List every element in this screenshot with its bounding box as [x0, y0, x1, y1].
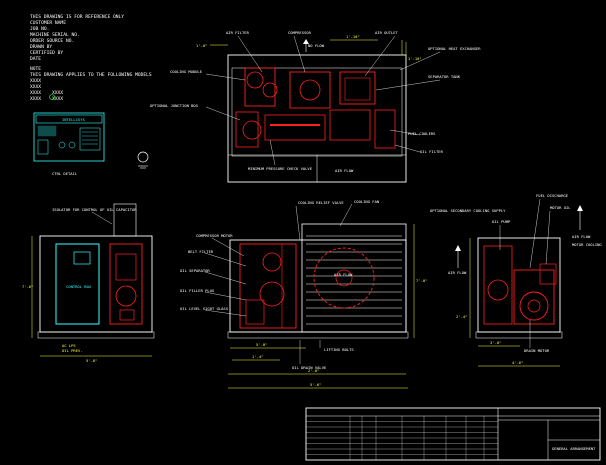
right-callout-drain-motor: DRAIN MOTOR — [524, 348, 550, 353]
cooler-grille — [306, 235, 402, 325]
note-line-4: MACHINE SERIAL NO. — [30, 32, 80, 38]
right-air-flow-right: AIR FLOW — [572, 234, 591, 239]
side-callout-cooling-fan: COOLING FAN — [354, 199, 380, 204]
label-air-outlet: AIR OUTLET — [375, 30, 399, 35]
side-callout-lifting-bolts: LIFTING BOLTS — [324, 347, 354, 352]
control-panel-title: INTELLISYS — [62, 117, 86, 122]
right-callout-motor-oil: MOTOR OIL — [550, 205, 571, 210]
front-panel-label: CONTROL BOX — [66, 284, 92, 289]
control-panel-detail: INTELLISYS CTRL DETAIL — [33, 112, 149, 176]
note-line-8: DATE — [30, 56, 41, 62]
right-callout-secondary-cooling: OPTIONAL SECONDARY COOLING SUPPLY — [430, 208, 506, 213]
label-optional-heat-exchanger: OPTIONAL HEAT EXCHANGER — [428, 46, 481, 51]
notes-title: NOTE — [30, 66, 41, 72]
top-view: AIR FILTER COMPRESSOR AIR OUTLET OPTIONA… — [150, 30, 481, 183]
ground-symbol-icon — [137, 151, 149, 163]
model-3: XXXX — [30, 90, 41, 96]
label-cooling-module: COOLING MODULE — [170, 69, 203, 74]
side-callout-sight-glass: OIL LEVEL SIGHT GLASS — [180, 306, 229, 311]
title-block-heading: GENERAL ARRANGEMENT — [552, 446, 596, 451]
label-air-filter: AIR FILTER — [226, 30, 250, 35]
front-view: CONTROL BOX ISOLATOR FOR CONTROL OF OIL … — [22, 203, 155, 363]
header-notes: THIS DRAWING IS FOR REFERENCE ONLY CUSTO… — [30, 14, 152, 102]
note-line-3: JOB NO. — [30, 26, 49, 32]
front-dim-height: 7'-6" — [22, 284, 33, 289]
right-dim-2: 2'-4" — [456, 314, 467, 319]
side-callout-oil-drain: OIL DRAIN VALVE — [292, 365, 327, 370]
label-separator-tank: SEPARATOR TANK — [428, 74, 461, 79]
title-grid — [306, 416, 498, 460]
side-callout-belt-filter: BELT FILTER — [188, 249, 214, 254]
right-callout-motor-cooling: MOTOR COOLING — [572, 242, 602, 247]
front-callout-isolator: ISOLATOR FOR CONTROL OF OIL CAPACITOR — [52, 207, 137, 212]
model-1: XXXX — [30, 78, 41, 84]
front-dim-oil-prev: OIL PREV. — [62, 348, 83, 353]
right-view: AIR FLOW AIR FLOW OPTIONAL SECONDARY COO… — [430, 193, 602, 367]
model-5: XXXX — [52, 90, 63, 96]
side-callout-air-flow: AIR FLOW — [334, 272, 353, 277]
dim-top-1: 1'-0" — [196, 43, 207, 48]
label-no-flow: NO FLOW — [308, 43, 325, 48]
label-compressor: COMPRESSOR — [288, 30, 312, 35]
control-panel-caption: CTRL DETAIL — [52, 171, 78, 176]
side-callout-relief-valve: COOLING RELIEF VALVE — [298, 200, 344, 205]
cooling-fan-icon — [313, 247, 375, 309]
right-callout-fuel-discharge: FUEL DISCHARGE — [536, 193, 569, 198]
label-air-flow-top: AIR FLOW — [335, 168, 354, 173]
side-callout-oil-filler: OIL FILLER PLUG — [180, 288, 215, 293]
dim-top-3: 1'-10" — [408, 56, 422, 61]
side-dim-2: 1'-4" — [252, 354, 263, 359]
model-2: XXXX — [30, 84, 41, 90]
note-line-6: DRAWN BY — [30, 44, 52, 50]
note-line-1: THIS DRAWING IS FOR REFERENCE ONLY — [30, 14, 124, 20]
label-fuel-coolers: FUEL COOLERS — [408, 131, 436, 136]
side-dim-3: 2'-0" — [308, 368, 319, 373]
side-dim-1: 5'-0" — [256, 342, 267, 347]
model-4: XXXX — [30, 96, 41, 102]
front-dim-width: 5'-8" — [86, 358, 97, 363]
side-dim-height: 7'-0" — [416, 278, 427, 283]
note-line-7: CERTIFIED BY — [30, 50, 63, 56]
model-6: XXXX — [52, 96, 63, 102]
side-dim-4: 5'-6" — [310, 382, 321, 387]
right-dim-3: 4'-6" — [512, 360, 523, 365]
side-view: COOLING RELIEF VALVE COOLING FAN COMPRES… — [180, 199, 427, 389]
notes-subtitle: THIS DRAWING APPLIES TO THE FOLLOWING MO… — [30, 72, 152, 78]
side-callout-compressor-motor: COMPRESSOR MOTOR — [196, 233, 233, 238]
side-callout-oil-separator: OIL SEPARATOR — [180, 268, 210, 273]
note-line-2: CUSTOMER NAME — [30, 20, 66, 26]
front-dim-ac-lps: AC LPS — [62, 343, 76, 348]
right-dim-1: 3'-0" — [490, 340, 501, 345]
title-block: GENERAL ARRANGEMENT — [305, 407, 601, 461]
label-min-pressure-check-valve: MINIMUM PRESSURE CHECK VALVE — [248, 166, 313, 171]
note-line-5: ORDER SOURCE NO. — [30, 38, 74, 44]
dim-top-2: 1'-10" — [346, 34, 360, 39]
right-callout-oil-pump: OIL PUMP — [492, 219, 511, 224]
note-marker-icon — [49, 94, 55, 100]
right-air-flow-left: AIR FLOW — [448, 270, 467, 275]
label-optional-junction-box: OPTIONAL JUNCTION BOX — [150, 103, 199, 108]
label-oil-filter: OIL FILTER — [420, 149, 444, 154]
